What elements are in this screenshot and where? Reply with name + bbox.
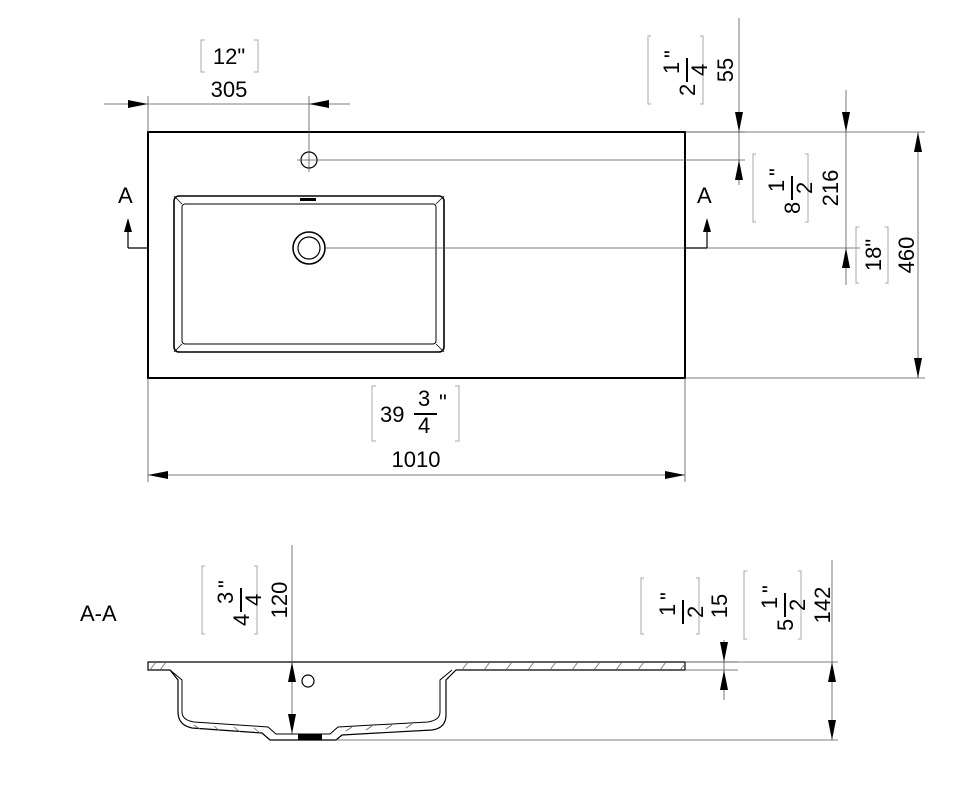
dim-overall-height-mm: 142 xyxy=(810,587,835,624)
dim-bowl-depth-mm: 120 xyxy=(267,582,292,619)
dim-bowl-depth-mark: " xyxy=(214,580,239,588)
dim-back-edge-to-drain: 8 1 2 " 216 xyxy=(685,90,925,285)
section-mark-left: A xyxy=(118,183,133,208)
dim-width-whole: 39 xyxy=(380,402,404,427)
dim-tap-offset-inch: 12" xyxy=(213,44,245,69)
dim-back-edge-to-tap-mm: 55 xyxy=(713,58,738,82)
dim-overall-height-num: 1 xyxy=(757,597,782,609)
dim-width-num: 3 xyxy=(418,386,430,411)
basin-inner xyxy=(181,203,437,345)
dim-back-edge-to-drain-mark: " xyxy=(765,168,790,176)
dim-width-mark: " xyxy=(439,390,447,415)
drain-outlet xyxy=(298,734,322,740)
dim-width-mm: 1010 xyxy=(392,447,441,472)
dim-back-edge-to-tap-den: 4 xyxy=(687,64,712,76)
dim-back-edge-to-drain-mm: 216 xyxy=(818,170,843,207)
dim-back-edge-to-tap-mark: " xyxy=(660,50,685,58)
dim-bowl-depth: 4 3 4 " 120 xyxy=(201,545,296,735)
countertop-outline xyxy=(147,131,686,379)
basin-outer xyxy=(173,195,445,353)
dim-depth-inch: 18" xyxy=(861,239,886,271)
dim-width-den: 4 xyxy=(418,413,430,438)
dim-overall-height-whole: 5 xyxy=(773,619,798,631)
dim-tap-offset-mm: 305 xyxy=(211,77,248,102)
dim-back-edge-to-drain-num: 1 xyxy=(764,180,789,192)
dim-bowl-depth-den: 4 xyxy=(241,594,266,606)
section-hatching xyxy=(149,661,686,734)
top-view: A A 12" 305 2 1 xyxy=(104,18,925,482)
dim-overall-height: 5 1 2 " 142 xyxy=(336,560,838,741)
dim-top-thickness: 1 2 " 15 xyxy=(640,577,738,700)
dim-top-thickness-mm: 15 xyxy=(707,594,732,618)
section-profile-outer xyxy=(147,661,686,741)
dim-depth-mm: 460 xyxy=(894,237,919,274)
dim-top-thickness-mark: " xyxy=(656,592,681,600)
dim-overall-height-mark: " xyxy=(758,585,783,593)
overflow-hole xyxy=(301,674,315,688)
section-view: A-A xyxy=(80,545,838,741)
drain-inner xyxy=(297,236,321,260)
dim-width: 39 3 4 " 1010 xyxy=(147,378,686,482)
dim-overall-height-den: 2 xyxy=(785,599,810,611)
dim-back-edge-to-drain-den: 2 xyxy=(792,182,817,194)
dim-back-edge-to-drain-whole: 8 xyxy=(780,202,805,214)
dim-bowl-depth-whole: 4 xyxy=(229,614,254,626)
section-title: A-A xyxy=(80,601,117,626)
dim-top-thickness-num: 1 xyxy=(655,604,680,616)
overflow-slot xyxy=(300,198,316,201)
dim-bowl-depth-num: 3 xyxy=(213,592,238,604)
section-profile-inner xyxy=(169,669,453,735)
dim-tap-offset: 12" 305 xyxy=(104,39,350,148)
section-mark-right: A xyxy=(697,183,712,208)
dim-top-thickness-den: 2 xyxy=(683,606,708,618)
dim-back-edge-to-tap-num: 1 xyxy=(659,62,684,74)
dim-back-edge-to-tap-whole: 2 xyxy=(675,84,700,96)
dim-depth: 18" 460 xyxy=(685,132,925,379)
